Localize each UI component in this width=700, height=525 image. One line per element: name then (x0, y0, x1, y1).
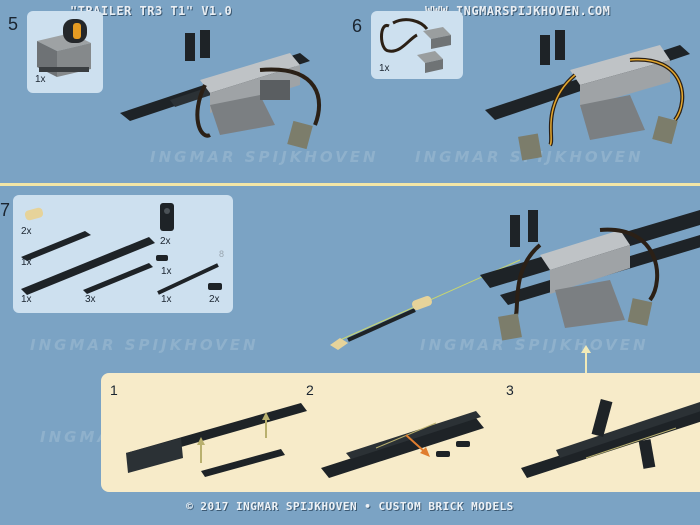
part-quantity: 1x (379, 63, 390, 74)
plate-long-part (21, 231, 91, 261)
beam-long-part (21, 237, 155, 295)
step-7-parts (21, 203, 222, 295)
substep-2-diagram (321, 411, 484, 478)
cable-part (380, 18, 451, 73)
axle-part (157, 263, 219, 295)
website-url: WWW.INGMARSPIJKHOVEN.COM (425, 4, 611, 18)
step-number: 6 (352, 16, 363, 36)
parts-callout: 2x 2x 1x 1x 1x 3x 1x 2x 8 (13, 195, 233, 313)
watermark: INGMAR SPIJKHOVEN (30, 336, 259, 354)
part-quantity: 1x (35, 74, 46, 85)
model-title: "TRAILER TR3 T1" V1.0 (70, 4, 233, 18)
part-quantity: 1x (21, 257, 32, 268)
part-quantity: 2x (209, 294, 220, 305)
parts-callout: 1x (27, 11, 103, 93)
step-number: 7 (0, 200, 11, 220)
copyright-footer: © 2017 INGMAR SPIJKHOVEN • CUSTOM BRICK … (186, 500, 514, 513)
pin-small-part (208, 283, 222, 290)
step-6-model (485, 30, 690, 161)
substep-1-diagram (126, 403, 307, 477)
part-quantity: 2x (21, 226, 32, 237)
watermark: INGMAR SPIJKHOVEN (150, 148, 379, 166)
substep-panel: 1 2 3 (101, 373, 700, 492)
parts-callout: 1x (371, 11, 463, 79)
part-quantity: 1x (161, 266, 172, 277)
axle-length: 8 (219, 249, 225, 259)
up-arrow-icon (581, 345, 591, 373)
motor-part (37, 19, 91, 77)
connector-block-part (160, 203, 174, 231)
step-7-model (330, 210, 700, 350)
step-5-model (120, 30, 322, 150)
substep-number: 3 (506, 382, 514, 398)
part-quantity: 1x (21, 294, 32, 305)
bush-part (24, 207, 44, 221)
step-divider (0, 183, 700, 186)
part-quantity: 1x (161, 294, 172, 305)
substep-3-diagram (521, 399, 700, 478)
part-quantity: 2x (160, 236, 171, 247)
substep-number: 2 (306, 382, 314, 398)
plate-short-part (83, 263, 153, 294)
step-number: 5 (8, 14, 19, 34)
watermark: INGMAR SPIJKHOVEN (420, 336, 649, 354)
substep-number: 1 (110, 382, 118, 398)
pin-part (156, 255, 168, 261)
part-quantity: 3x (85, 294, 96, 305)
